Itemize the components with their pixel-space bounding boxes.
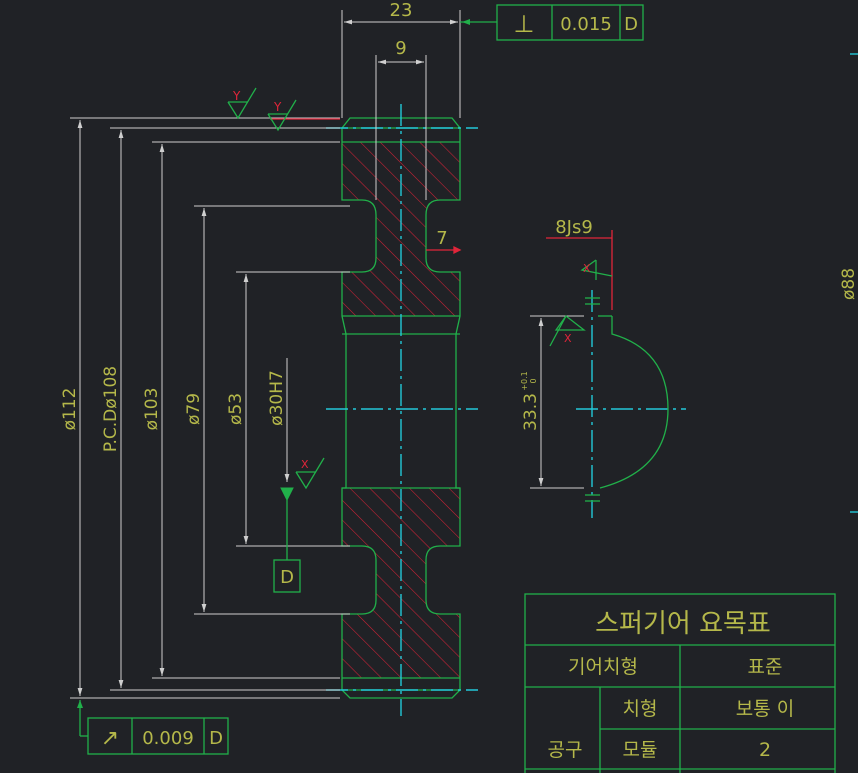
row3-label: 모듈 — [623, 739, 658, 761]
svg-text:23: 23 — [390, 0, 413, 21]
row2-label: 치형 — [623, 698, 658, 720]
svg-text:0.009: 0.009 — [142, 728, 194, 749]
svg-text:ø30H7: ø30H7 — [267, 370, 287, 426]
diameter-dimensions — [70, 10, 584, 699]
groove-dimension — [270, 118, 613, 310]
row2-value: 보통 이 — [736, 698, 794, 720]
surface-mark-letters: Y Y X X X — [232, 89, 591, 471]
svg-text:X: X — [583, 262, 591, 275]
datum-symbol: D — [273, 487, 301, 593]
svg-text:0.015: 0.015 — [560, 14, 612, 35]
svg-text:ø53: ø53 — [226, 393, 246, 425]
svg-text:33.3: 33.3 — [521, 393, 541, 431]
surface-finish-marks — [227, 87, 613, 490]
svg-text:0: 0 — [529, 378, 538, 383]
spur-gear-table: 스퍼기어 요목표 기어치형 표준 공구 치형 보통 이 모듈 2 — [524, 593, 836, 773]
svg-text:Y: Y — [232, 89, 241, 103]
svg-text:7: 7 — [436, 228, 447, 249]
svg-text:+0.1: +0.1 — [520, 371, 529, 390]
svg-text:ø88: ø88 — [839, 268, 858, 300]
svg-text:ø112: ø112 — [60, 388, 80, 431]
runout-frame: ↗ 0.009 D — [77, 700, 229, 755]
svg-text:P.C.Dø108: P.C.Dø108 — [101, 366, 121, 452]
svg-text:ø79: ø79 — [184, 393, 204, 425]
svg-text:D: D — [209, 728, 223, 749]
svg-text:D: D — [624, 14, 638, 35]
svg-text:⊥: ⊥ — [514, 10, 535, 38]
group-label: 공구 — [548, 739, 583, 761]
svg-text:X: X — [564, 332, 572, 345]
svg-text:9: 9 — [395, 38, 406, 59]
centerlines — [326, 53, 858, 716]
svg-text:D: D — [280, 567, 294, 588]
svg-text:X: X — [301, 458, 309, 471]
keyway-view — [585, 297, 669, 502]
svg-text:Y: Y — [273, 100, 282, 114]
svg-text:ø103: ø103 — [142, 388, 162, 431]
dimension-texts: 23 9 7 8Js9 ø112 P.C.Dø108 ø103 ø79 ø53 … — [60, 0, 858, 452]
row1-value: 표준 — [748, 656, 783, 678]
svg-text:8Js9: 8Js9 — [555, 217, 593, 238]
perpendicularity-frame: ⊥ 0.015 D — [460, 4, 644, 41]
row1-label: 기어치형 — [568, 656, 638, 678]
svg-text:↗: ↗ — [101, 726, 119, 751]
table-title: 스퍼기어 요목표 — [595, 609, 771, 639]
row3-value: 2 — [759, 739, 771, 761]
